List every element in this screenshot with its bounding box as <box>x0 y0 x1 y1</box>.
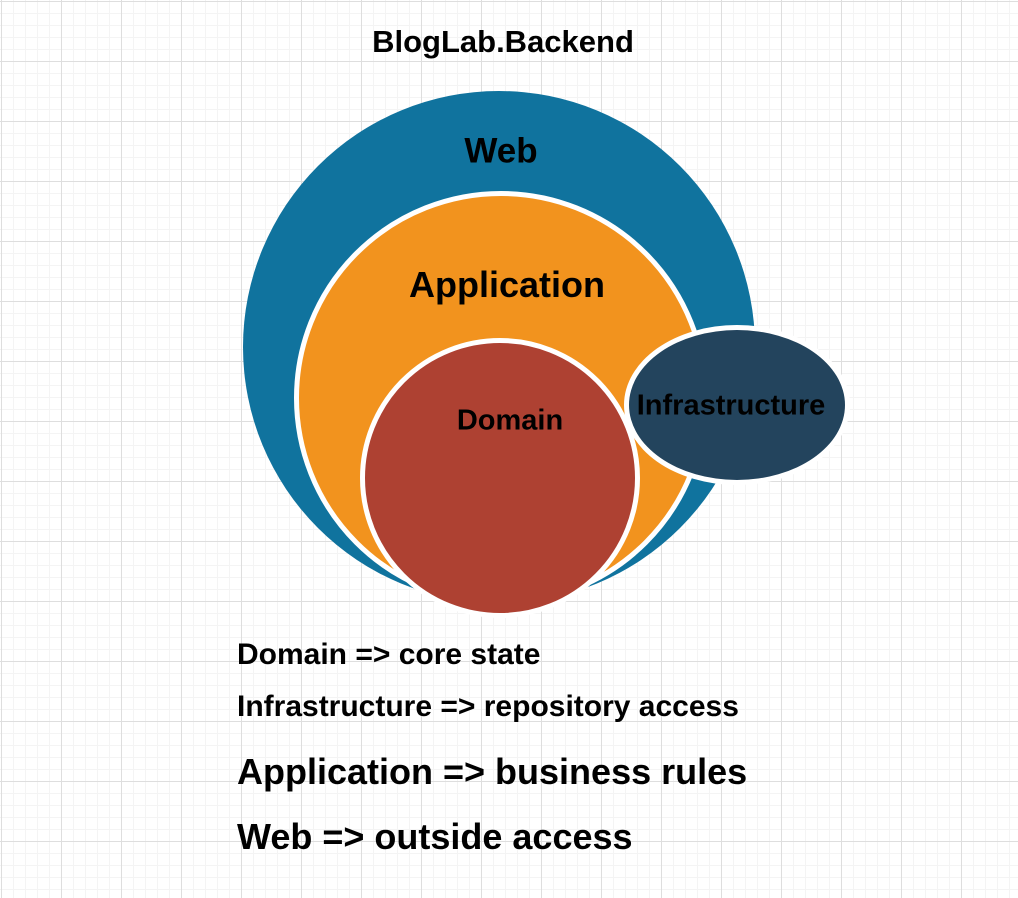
layer-label-application: Application <box>409 264 605 305</box>
diagram-title: BlogLab.Backend <box>372 24 634 59</box>
legend-line-infrastructure: Infrastructure => repository access <box>237 690 739 723</box>
legend-line-application: Application => business rules <box>237 751 748 792</box>
layer-circle-domain[interactable] <box>360 338 640 618</box>
layer-ellipse-infrastructure[interactable] <box>624 325 850 485</box>
layer-label-infrastructure: Infrastructure <box>636 389 826 422</box>
legend-line-domain: Domain => core state <box>237 638 541 671</box>
layer-label-web: Web <box>464 131 538 171</box>
layer-label-domain: Domain <box>456 404 564 437</box>
legend-line-web: Web => outside access <box>237 816 633 857</box>
